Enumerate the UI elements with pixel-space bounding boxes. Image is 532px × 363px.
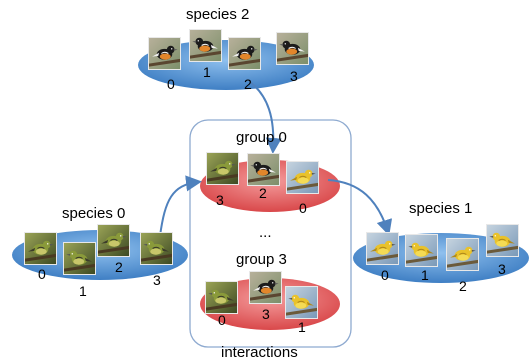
- species-2-ellipse: [138, 40, 314, 90]
- bird-image: [189, 29, 222, 62]
- species-2-title: species 2: [186, 6, 250, 23]
- group-3-index: 1: [298, 319, 306, 335]
- bird-image: [228, 37, 261, 70]
- bird-image: [97, 224, 130, 257]
- group-0-index: 3: [216, 192, 224, 208]
- species-0-title: species 0: [62, 205, 126, 222]
- group-3-index: 3: [262, 306, 270, 322]
- group-0-index: 0: [299, 200, 307, 216]
- bird-image: [249, 271, 282, 304]
- group-0-index: 2: [259, 185, 267, 201]
- bird-image: [140, 232, 173, 265]
- bird-image: [63, 242, 96, 275]
- species-0-index: 3: [153, 272, 161, 288]
- bird-image: [276, 32, 309, 65]
- arrow-group-0-to-species-1: [327, 179, 393, 236]
- species-2-index: 2: [244, 76, 252, 92]
- bird-image: [486, 224, 519, 257]
- species-1-title: species 1: [409, 200, 473, 217]
- bird-image: [148, 37, 181, 70]
- ellipsis: ...: [259, 224, 272, 241]
- bird-image: [446, 238, 479, 271]
- interactions-label: interactions: [221, 344, 298, 361]
- species-1-index: 2: [459, 278, 467, 294]
- species-0-index: 1: [79, 283, 87, 299]
- species-1-index: 3: [498, 261, 506, 277]
- bird-image: [285, 286, 318, 319]
- species-2-index: 1: [203, 64, 211, 80]
- bird-image: [205, 281, 238, 314]
- species-0-index: 0: [38, 266, 46, 282]
- arrow-species-2-to-group-0: [249, 81, 282, 154]
- bird-image: [286, 161, 319, 194]
- bird-image: [24, 232, 57, 265]
- species-1-index: 1: [421, 267, 429, 283]
- bird-image: [247, 153, 280, 186]
- group-3-title: group 3: [236, 251, 287, 268]
- species-2-index: 0: [167, 76, 175, 92]
- arrow-species-0-to-group-0: [159, 175, 202, 237]
- species-0-index: 2: [115, 259, 123, 275]
- group-0-title: group 0: [236, 129, 287, 146]
- species-1-index: 0: [381, 267, 389, 283]
- species-2-index: 3: [290, 68, 298, 84]
- bird-image: [366, 232, 399, 265]
- interactions-container: [189, 119, 352, 348]
- group-3-index: 0: [218, 312, 226, 328]
- bird-image: [405, 234, 438, 267]
- bird-image: [206, 152, 239, 185]
